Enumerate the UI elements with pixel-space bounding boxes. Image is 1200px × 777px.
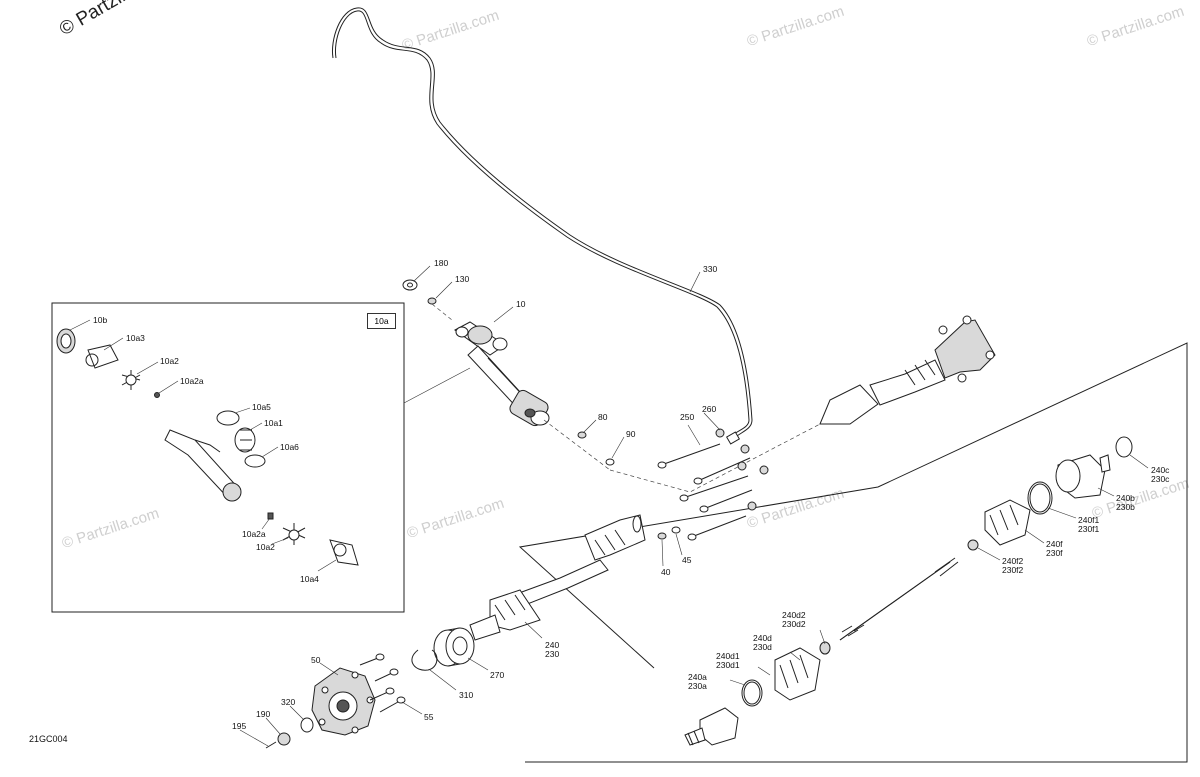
label-240d: 240d bbox=[753, 633, 772, 643]
label-240d2: 240d2 bbox=[782, 610, 806, 620]
label-10a6: 10a6 bbox=[280, 442, 299, 452]
label-230: 230 bbox=[545, 649, 560, 659]
washer-180 bbox=[402, 279, 418, 291]
label-10a2a-top: 10a2a bbox=[180, 376, 204, 386]
label-10b: 10b bbox=[93, 315, 108, 325]
label-270: 270 bbox=[490, 670, 505, 680]
label-240b: 240b bbox=[1116, 493, 1135, 503]
label-10a1: 10a1 bbox=[264, 418, 283, 428]
washer-90 bbox=[605, 458, 615, 466]
inset-parts bbox=[56, 328, 359, 566]
label-195: 195 bbox=[232, 721, 247, 731]
label-180: 180 bbox=[434, 258, 449, 268]
label-230f2: 230f2 bbox=[1002, 565, 1024, 575]
exploded-shaft-parts bbox=[684, 436, 1133, 746]
breather-hose-edge bbox=[334, 10, 750, 438]
label-80: 80 bbox=[598, 412, 608, 422]
label-240d1: 240d1 bbox=[716, 651, 740, 661]
nut-130 bbox=[427, 297, 437, 305]
label-10a2a-bottom: 10a2a bbox=[242, 529, 266, 539]
label-230d2: 230d2 bbox=[782, 619, 806, 629]
label-10a2-top: 10a2 bbox=[160, 356, 179, 366]
label-10: 10 bbox=[516, 299, 526, 309]
label-250: 250 bbox=[680, 412, 695, 422]
label-45: 45 bbox=[682, 555, 692, 565]
label-40: 40 bbox=[661, 567, 671, 577]
leader-lines bbox=[69, 265, 1149, 747]
label-320: 320 bbox=[281, 697, 296, 707]
wheel-studs-55 bbox=[359, 653, 406, 713]
label-230a: 230a bbox=[688, 681, 707, 691]
bearing-270 bbox=[433, 627, 475, 667]
label-55: 55 bbox=[424, 712, 434, 722]
label-240f1: 240f1 bbox=[1078, 515, 1100, 525]
label-240: 240 bbox=[545, 640, 560, 650]
prop-shaft-10 bbox=[454, 321, 550, 427]
bolts-group bbox=[657, 428, 769, 541]
exploded-frame bbox=[518, 342, 1188, 763]
figure-code: 21GC004 bbox=[29, 734, 68, 744]
hose-fitting bbox=[725, 431, 741, 445]
label-10a3: 10a3 bbox=[126, 333, 145, 343]
label-190: 190 bbox=[256, 709, 271, 719]
label-240a: 240a bbox=[688, 672, 707, 682]
nut-190 bbox=[277, 732, 291, 746]
breather-hose bbox=[331, 7, 753, 441]
label-230f1: 230f1 bbox=[1078, 524, 1100, 534]
label-240f: 240f bbox=[1046, 539, 1063, 549]
label-10a4: 10a4 bbox=[300, 574, 319, 584]
inset-tag: 10a bbox=[367, 313, 396, 329]
drive-shaft-240 bbox=[469, 315, 996, 641]
inset-frame bbox=[51, 302, 405, 613]
label-230d: 230d bbox=[753, 642, 772, 652]
label-330: 330 bbox=[703, 264, 718, 274]
label-10a2-bottom: 10a2 bbox=[256, 542, 275, 552]
label-230f: 230f bbox=[1046, 548, 1063, 558]
label-240f2: 240f2 bbox=[1002, 556, 1024, 566]
wheel-hub-50 bbox=[311, 667, 376, 736]
washer-320 bbox=[300, 717, 314, 733]
circlip-310 bbox=[411, 649, 438, 671]
label-240c: 240c bbox=[1151, 465, 1170, 475]
label-10a5: 10a5 bbox=[252, 402, 271, 412]
label-310: 310 bbox=[459, 690, 474, 700]
label-130: 130 bbox=[455, 274, 470, 284]
label-50: 50 bbox=[311, 655, 321, 665]
label-90: 90 bbox=[626, 429, 636, 439]
label-230b: 230b bbox=[1116, 502, 1135, 512]
label-230c: 230c bbox=[1151, 474, 1170, 484]
cotter-pin-195 bbox=[265, 741, 277, 749]
label-230d1: 230d1 bbox=[716, 660, 740, 670]
nut-80 bbox=[577, 431, 587, 439]
label-260: 260 bbox=[702, 404, 717, 414]
